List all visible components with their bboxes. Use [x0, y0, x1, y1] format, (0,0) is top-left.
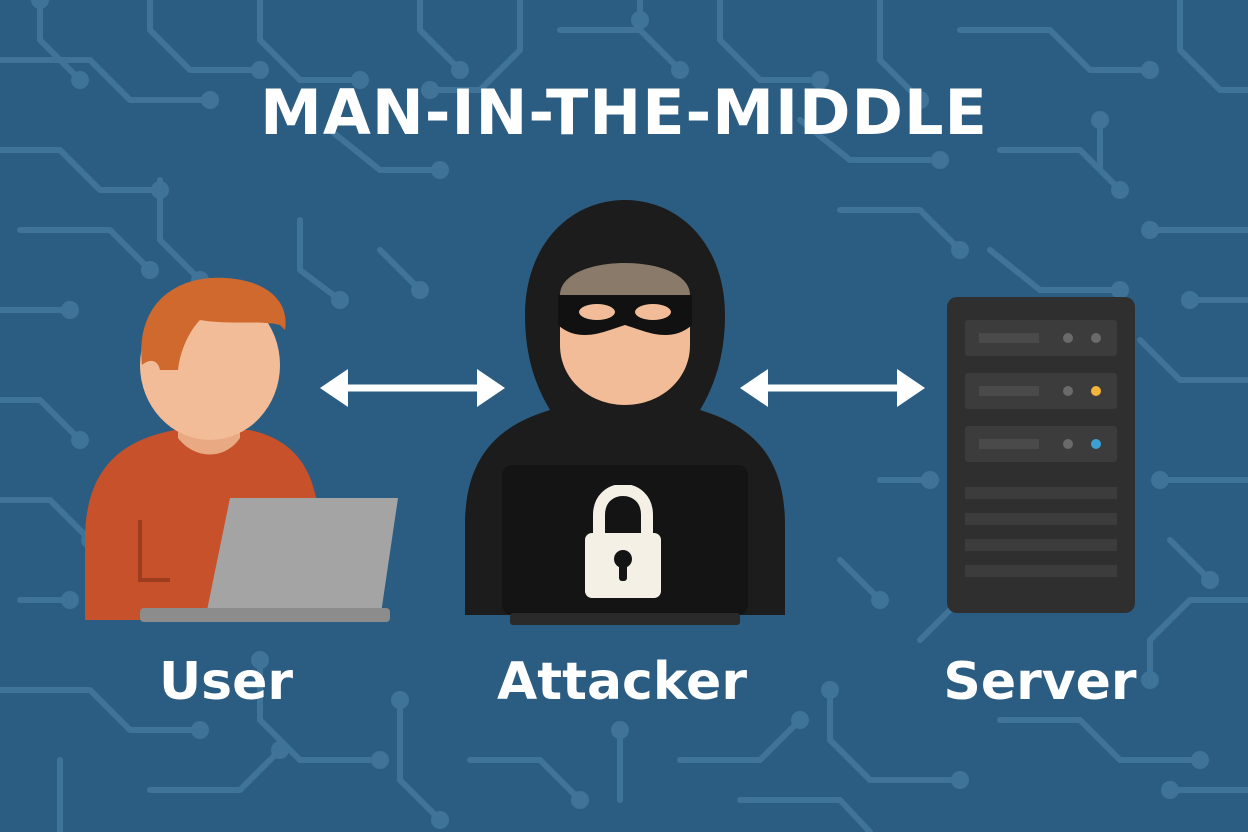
diagram-title: MAN-IN-THE-MIDDLE	[260, 76, 988, 149]
attacker-figure	[465, 200, 785, 625]
server-label: Server	[943, 652, 1137, 712]
user-label: User	[158, 652, 294, 712]
user-figure	[85, 277, 398, 622]
double-arrow-icon	[740, 369, 925, 407]
server-icon	[947, 297, 1135, 613]
lock-icon	[585, 485, 661, 598]
attacker-label: Attacker	[497, 652, 747, 712]
double-arrow-icon	[320, 369, 505, 407]
